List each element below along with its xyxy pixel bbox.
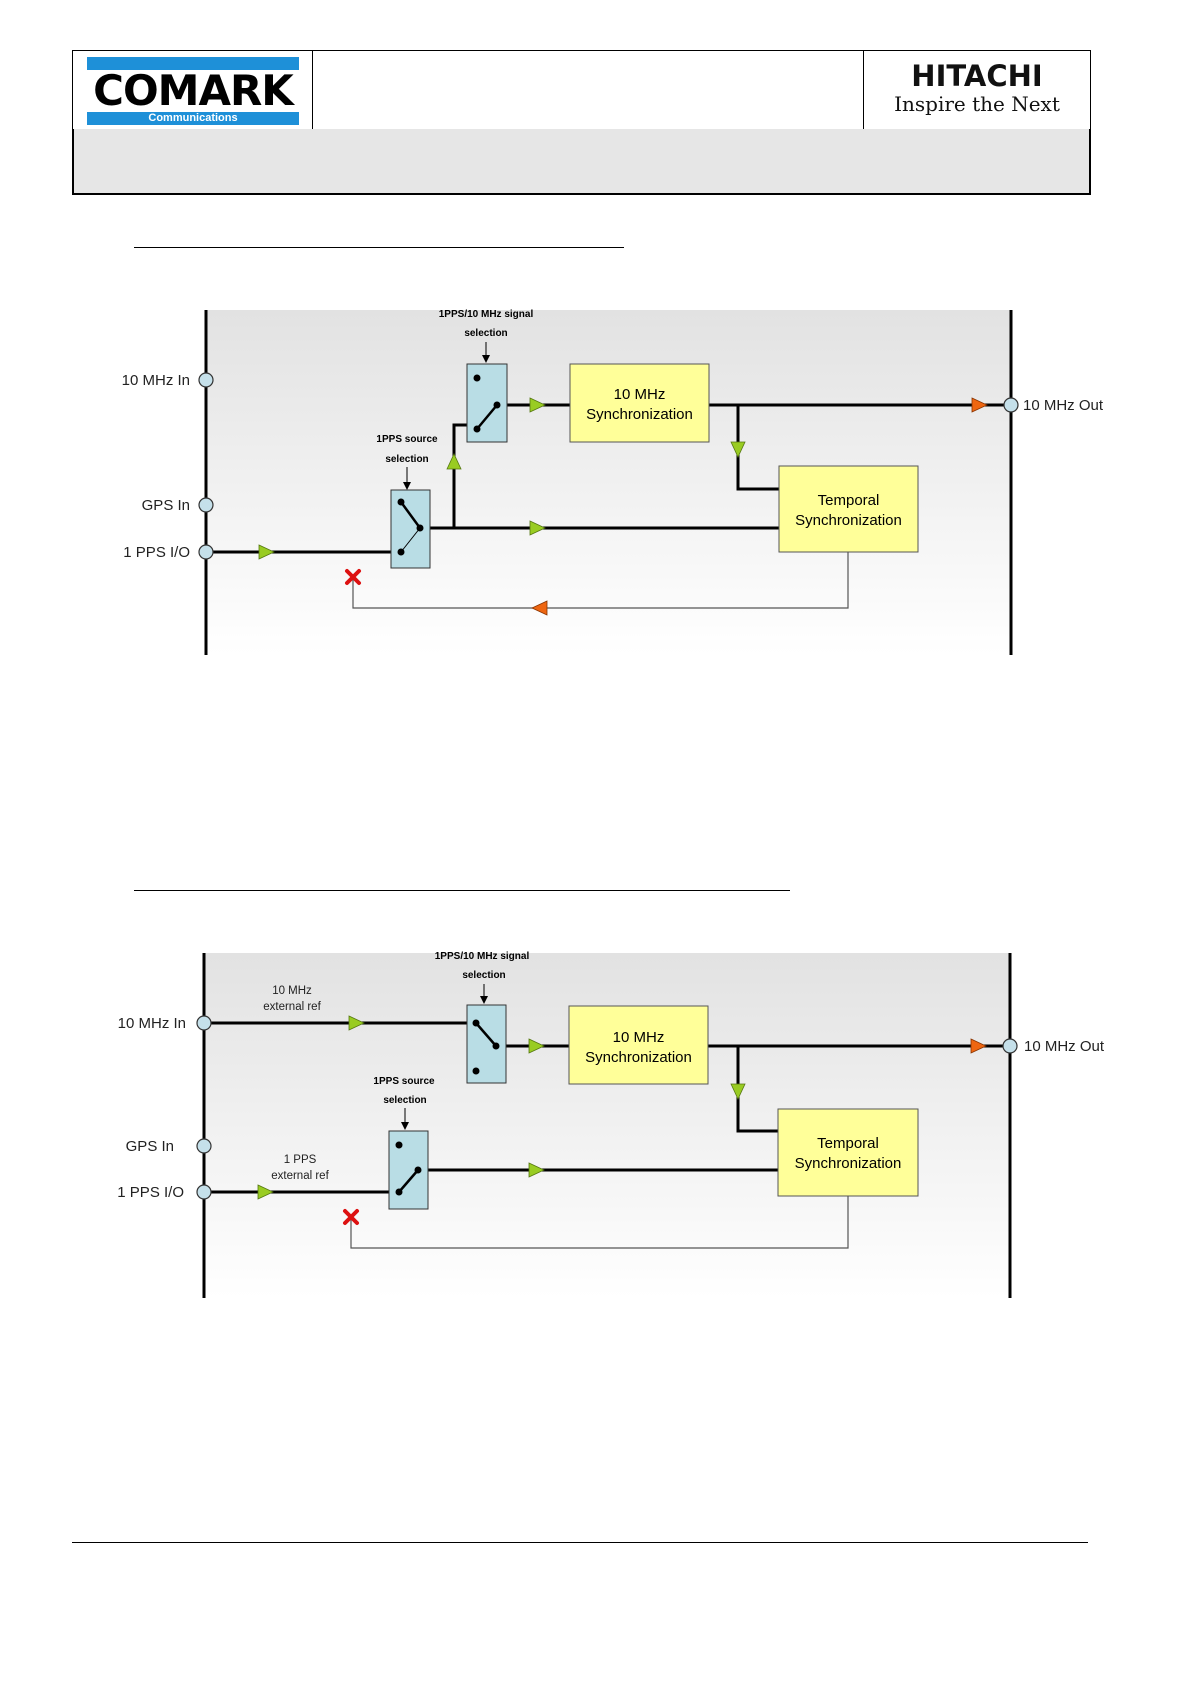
ext-ref-1pps-line-1: 1 PPS	[284, 1154, 317, 1166]
label-10mhz-out: 10 MHz Out	[1023, 397, 1104, 414]
block-10mhz-sync-line-1: 10 MHz	[614, 386, 666, 403]
arrow-10mhz-down	[730, 1083, 746, 1100]
block-temporal-sync-line-2: Synchronization	[795, 1155, 902, 1172]
bottom-switch-label-2: selection	[385, 454, 428, 465]
bottom-switch-label-2: selection	[383, 1095, 426, 1106]
footer-rule	[72, 1542, 1088, 1543]
bottom-switch-label-1: 1PPS source	[376, 434, 438, 445]
port-gps-in	[198, 497, 214, 513]
ext-ref-1pps-line-2: external ref	[271, 1170, 329, 1182]
feedback-wire	[352, 552, 849, 609]
arrow-10mhz-in	[348, 1015, 365, 1031]
port-1pps-io	[198, 544, 214, 560]
signal-selection-switch	[466, 363, 508, 443]
sync-diagram-2: 10 MHz In GPS In 1 PPS I/O 10 MHz Out 10…	[117, 951, 1105, 1298]
arrow-switch-to-10mhz	[529, 397, 546, 413]
top-switch-label-2: selection	[464, 328, 507, 339]
block-10mhz-sync-line-2: Synchronization	[586, 406, 693, 423]
arrow-10mhz-down	[730, 441, 746, 458]
label-gps-in: GPS In	[126, 1138, 174, 1155]
comark-logo: COMARK Communications	[87, 57, 299, 125]
bottom-switch-pointer-head	[401, 1122, 409, 1130]
signal-wires	[206, 403, 1011, 554]
port-10mhz-in	[198, 372, 214, 388]
section-heading-underline-1	[134, 247, 624, 248]
feedback-wire	[350, 1196, 849, 1249]
comark-logo-subtitle: Communications	[148, 112, 238, 124]
page-header: COMARK Communications HITACHI Inspire th…	[72, 50, 1091, 195]
label-10mhz-out: 10 MHz Out	[1024, 1038, 1105, 1055]
arrow-pps-to-temporal	[528, 1162, 545, 1178]
ext-ref-10mhz-line-1: 10 MHz	[272, 985, 312, 997]
top-switch-label-1: 1PPS/10 MHz signal	[439, 309, 534, 320]
block-10mhz-sync-line-2: Synchronization	[585, 1049, 692, 1066]
port-10mhz-out	[1002, 1038, 1018, 1054]
arrow-pps-to-temporal	[529, 520, 546, 536]
section-heading-underline-2	[134, 890, 790, 891]
top-switch-pointer-head	[480, 996, 488, 1004]
label-10mhz-in: 10 MHz In	[122, 372, 190, 389]
top-switch-label-1: 1PPS/10 MHz signal	[435, 951, 530, 962]
port-10mhz-in	[196, 1015, 212, 1031]
arrow-10mhz-out	[970, 1038, 987, 1054]
hitachi-tagline: Inspire the Next	[894, 92, 1060, 116]
signal-selection-switch	[466, 1004, 507, 1084]
block-temporal-sync-line-1: Temporal	[818, 492, 880, 509]
block-10mhz-sync: 10 MHz Synchronization	[568, 1005, 709, 1085]
header-title-band	[72, 129, 1091, 195]
block-temporal-sync: Temporal Synchronization	[777, 1108, 919, 1197]
disabled-x-mark	[343, 1209, 359, 1225]
arrow-1pps-in	[257, 1184, 274, 1200]
top-switch-label-2: selection	[462, 970, 505, 981]
header-logo-row: COMARK Communications HITACHI Inspire th…	[72, 50, 1091, 131]
sync-diagram-1: 10 MHz In GPS In 1 PPS I/O 10 MHz Out 1P…	[122, 309, 1104, 655]
block-temporal-sync-line-1: Temporal	[817, 1135, 879, 1152]
arrow-10mhz-out	[971, 397, 988, 413]
arrow-1pps-in	[258, 544, 275, 560]
arrow-pps-up	[446, 453, 462, 470]
bottom-switch-label-1: 1PPS source	[373, 1076, 435, 1087]
block-temporal-sync: Temporal Synchronization	[778, 465, 919, 553]
port-1pps-io	[196, 1184, 212, 1200]
port-10mhz-out	[1003, 397, 1019, 413]
header-right-cell: HITACHI Inspire the Next	[863, 51, 1090, 129]
block-10mhz-sync: 10 MHz Synchronization	[569, 363, 710, 443]
pps-source-switch	[390, 489, 431, 569]
label-1pps-io: 1 PPS I/O	[123, 544, 190, 561]
disabled-x-mark	[345, 569, 361, 585]
port-gps-in	[196, 1138, 212, 1154]
arrow-feedback	[531, 600, 548, 616]
logo-top-bar	[87, 57, 299, 70]
top-switch-pointer-head	[482, 355, 490, 363]
comark-logo-text: COMARK	[93, 66, 294, 115]
arrow-switch-to-10mhz	[528, 1038, 545, 1054]
pps-source-switch	[388, 1130, 429, 1210]
hitachi-logo-text: HITACHI	[911, 59, 1043, 93]
block-temporal-sync-line-2: Synchronization	[795, 512, 902, 529]
block-10mhz-sync-line-1: 10 MHz	[613, 1029, 665, 1046]
header-left-cell: COMARK Communications	[73, 51, 313, 129]
label-gps-in: GPS In	[142, 497, 190, 514]
signal-wires	[204, 1021, 1010, 1194]
label-1pps-io: 1 PPS I/O	[117, 1184, 184, 1201]
bottom-switch-pointer-head	[403, 482, 411, 490]
logo-bottom-bar	[87, 112, 299, 125]
ext-ref-10mhz-line-2: external ref	[263, 1001, 321, 1013]
label-10mhz-in: 10 MHz In	[118, 1015, 186, 1032]
